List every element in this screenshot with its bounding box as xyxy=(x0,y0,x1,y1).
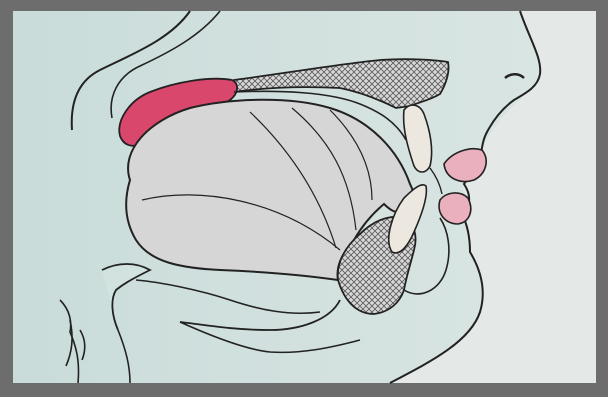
lower-lip xyxy=(439,193,471,224)
